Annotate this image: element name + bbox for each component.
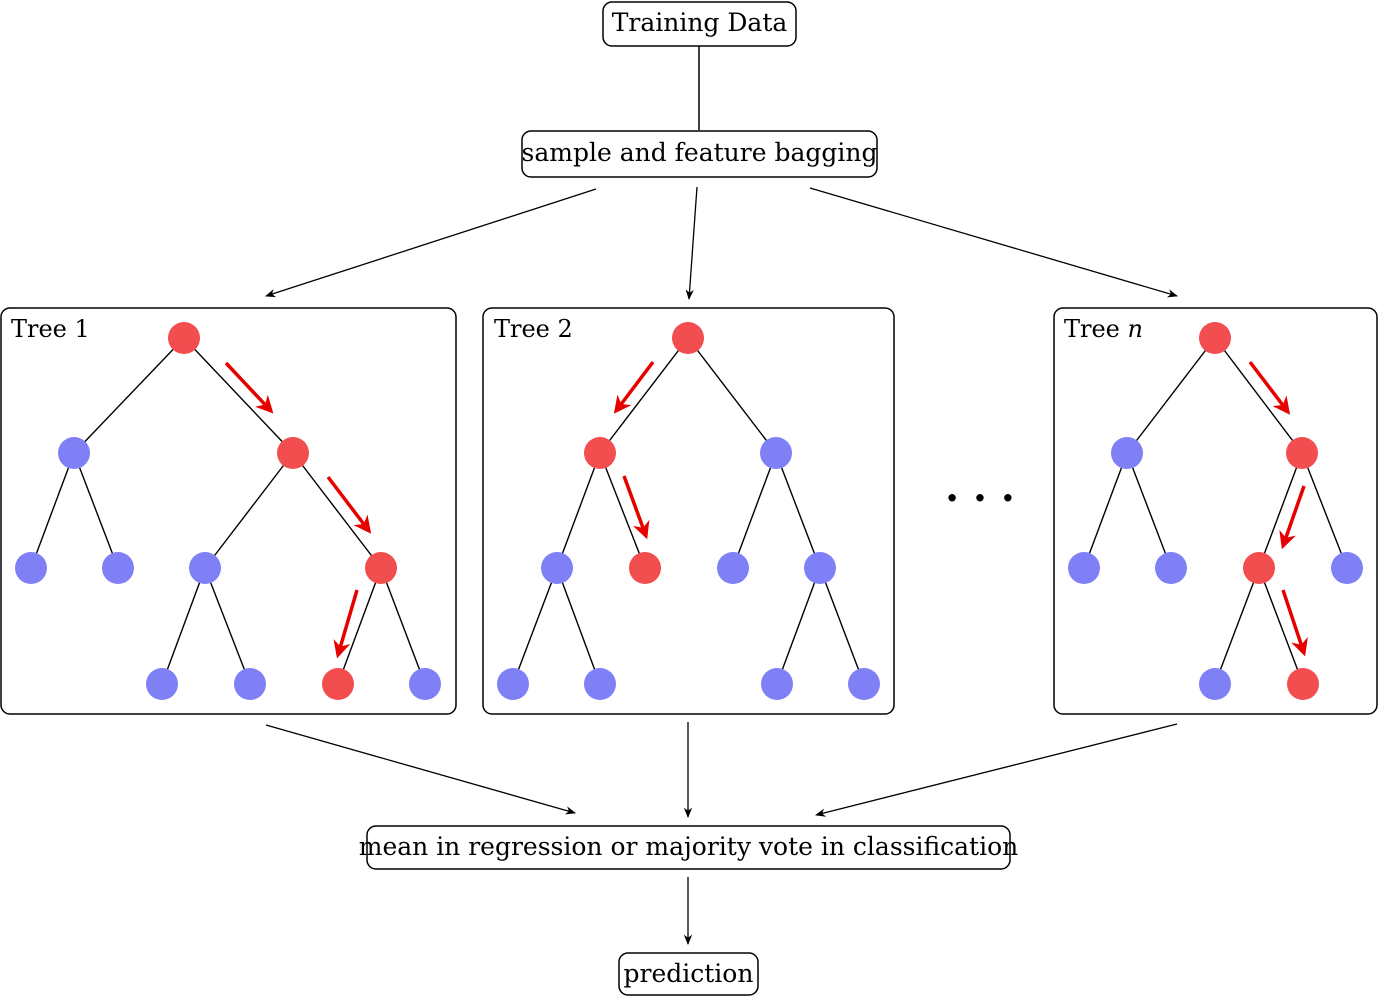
training-data-node: Training Data — [602, 1, 797, 47]
tree-n-label: Tree n — [1064, 315, 1143, 343]
treen-to-aggregate-arrow — [814, 723, 1178, 817]
aggregate-label: mean in regression or majority vote in c… — [359, 832, 1019, 861]
tree-2-path-arrows — [613, 360, 655, 540]
tree-1-nodes — [15, 322, 441, 700]
tree1-to-aggregate-arrow — [265, 724, 577, 815]
tree-1-path-arrows — [224, 361, 372, 659]
tree-n-nodes — [1068, 322, 1363, 700]
tree-n-path-arrows — [1248, 360, 1308, 657]
tree-2-panel: Tree 2 — [482, 307, 895, 715]
bagging-label: sample and feature bagging — [522, 138, 878, 167]
training-data-label: Training Data — [612, 8, 788, 37]
tree-n-panel: Tree n — [1053, 307, 1378, 715]
tree-2-edges — [512, 337, 865, 685]
prediction-label: prediction — [624, 959, 754, 988]
aggregate-node: mean in regression or majority vote in c… — [359, 825, 1019, 870]
tree-2-nodes — [497, 322, 880, 700]
tree-1-edges — [30, 337, 426, 685]
tree-1-panel: Tree 1 — [0, 307, 457, 715]
tree-ellipsis: · · · — [945, 475, 1015, 522]
prediction-node: prediction — [618, 952, 759, 996]
tree-2-label: Tree 2 — [494, 315, 573, 343]
bagging-node: sample and feature bagging — [521, 130, 878, 178]
tree-1-label: Tree 1 — [11, 315, 90, 343]
tree-n-edges — [1083, 337, 1348, 685]
bagging-to-tree2-arrow — [685, 186, 698, 301]
bagging-to-treen-arrow — [809, 187, 1178, 298]
bagging-to-tree1-arrow — [265, 188, 597, 298]
